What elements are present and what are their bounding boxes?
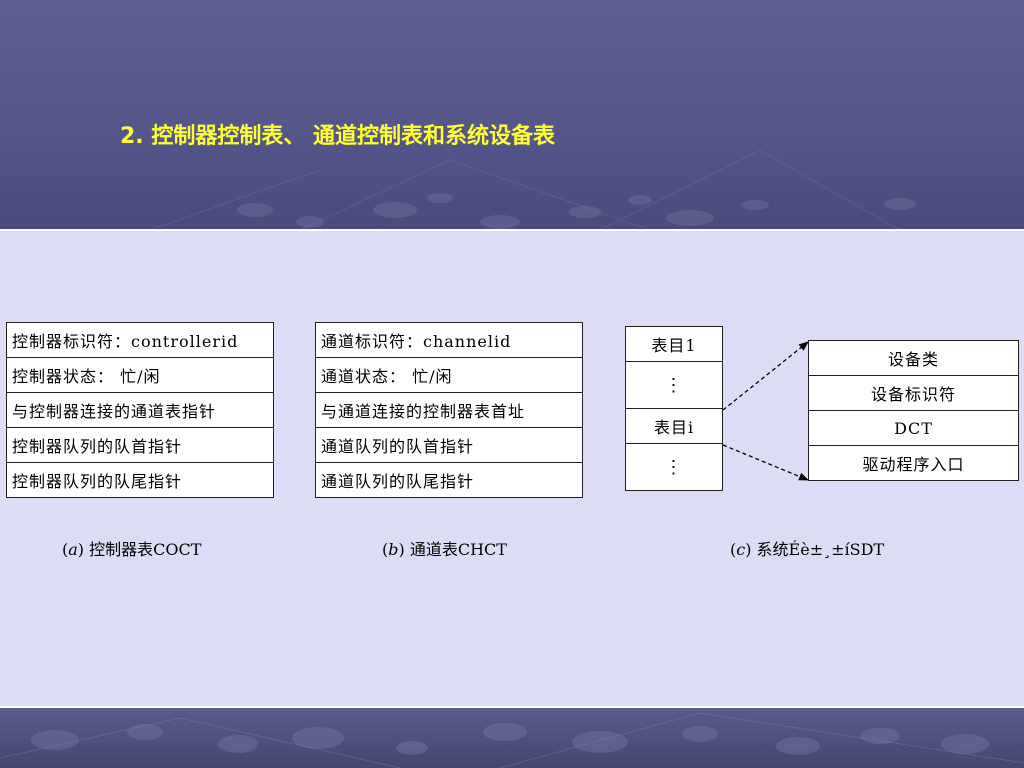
coct-row: 与控制器连接的通道表指针 [6,392,274,428]
caption-coct-letter: a [68,540,78,559]
footer-decoration [0,712,1024,768]
caption-coct-text: 控制器表COCT [89,540,202,559]
header-band [0,0,1024,230]
coct-row: 控制器状态： 忙/闲 [6,357,274,393]
sdt-row: 表目i [625,408,723,444]
chct-row: 与通道连接的控制器表首址 [315,392,583,428]
chct-row: 通道队列的队尾指针 [315,462,583,498]
slide-title: 2. 控制器控制表、 通道控制表和系统设备表 [120,124,555,149]
entry-row: 设备标识符 [808,375,1019,411]
caption-coct: (a) 控制器表COCT [62,540,202,559]
footer-band [0,708,1024,768]
caption-sdt: (c) 系统Éè±¸±íSDT [730,540,885,559]
arrow-upper [722,341,809,411]
entry-row: 驱动程序入口 [808,445,1019,481]
caption-chct-text: 通道表CHCT [409,540,507,559]
caption-sdt-letter: c [736,540,746,559]
coct-row: 控制器标识符：controllerid [6,322,274,358]
chct-row: 通道标识符：channelid [315,322,583,358]
header-decoration [149,149,916,230]
header-divider [0,229,1024,231]
sdt-row: ⋮ [625,361,723,409]
sdt-row: 表目1 [625,326,723,362]
entry-row: 设备类 [808,340,1019,376]
chct-row: 通道状态： 忙/闲 [315,357,583,393]
coct-table: 控制器标识符：controllerid 控制器状态： 忙/闲 与控制器连接的通道… [6,322,274,498]
sdt-entry-table: 设备类 设备标识符 DCT 驱动程序入口 [808,340,1019,481]
caption-chct: (b) 通道表CHCT [382,540,507,559]
caption-sdt-text: 系统Éè±¸±íSDT [756,540,885,559]
sdt-table: 表目1 ⋮ 表目i ⋮ [625,326,723,491]
footer-divider [0,706,1024,708]
coct-row: 控制器队列的队尾指针 [6,462,274,498]
arrow-lower [722,444,809,481]
coct-row: 控制器队列的队首指针 [6,427,274,463]
caption-chct-letter: b [388,540,399,559]
chct-table: 通道标识符：channelid 通道状态： 忙/闲 与通道连接的控制器表首址 通… [315,322,583,498]
chct-row: 通道队列的队首指针 [315,427,583,463]
sdt-row: ⋮ [625,443,723,491]
